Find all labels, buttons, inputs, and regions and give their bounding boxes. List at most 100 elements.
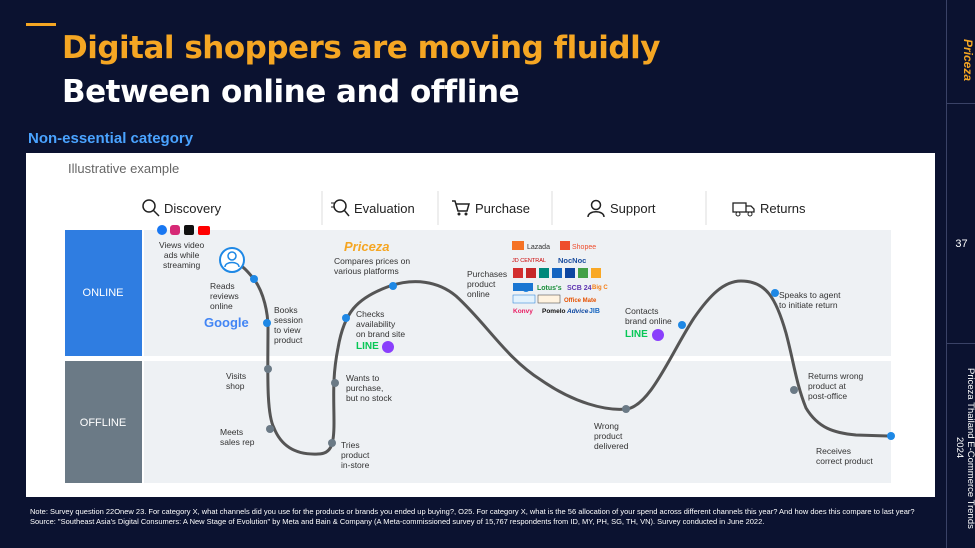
journey-curve [231,259,889,456]
avatar-body-icon [224,261,240,268]
logo-text: Big C [592,285,608,291]
messenger-icon [382,341,394,353]
app-icon [512,294,536,304]
line-logo-2: LINE [625,329,648,340]
online-row-label: ONLINE [83,287,124,299]
line-logo-1: LINE [356,341,379,352]
person-icon [587,199,605,217]
stage-label: Evaluation [354,200,415,216]
logo-text: Advice [566,308,589,315]
logo-text: Konvy [513,308,533,315]
dot-contacts [678,321,686,329]
label-checks: Checks availability on brand site [356,309,406,339]
offline-dots [264,365,798,447]
app-icon [513,268,523,278]
logo-text: Pomelo [542,308,566,315]
offline-row-label: OFFLINE [80,417,126,429]
stage-label: Purchase [475,200,530,216]
label-receives: Receives correct product [816,446,873,466]
stage-label: Returns [760,200,806,216]
tiktok-icon [184,225,194,235]
journey-panel: Illustrative example Discovery Evaluatio… [26,153,935,497]
dot-checks [342,314,350,322]
title-line-1: Digital shoppers are moving fluidly [62,30,660,66]
label-contacts: Contacts brand online [625,306,672,326]
journey-chart: ONLINE OFFLINE [65,191,895,483]
logo-text: Lazada [527,244,550,251]
search-icon [142,199,160,217]
stage-discovery: Discovery [142,199,221,217]
dot-wants [331,379,339,387]
sidebar-divider [947,103,975,104]
page-number: 37 [955,238,968,250]
evaluation-icon [331,199,350,217]
app-icon [552,268,562,278]
online-dots [250,275,895,440]
dot-speaks [771,289,779,297]
dot-compares [389,282,397,290]
app-icon [591,268,601,278]
category-subtitle: Non-essential category [28,130,194,147]
app-icon [539,268,549,278]
priceza-logo: Priceza [344,239,390,254]
online-row-label-bg [65,230,142,356]
stage-label: Discovery [164,200,222,216]
dot-wrong [622,405,630,413]
label-returns-wrong: Returns wrong product at post-office [808,371,864,401]
app-icon [565,268,575,278]
dot-visits-shop [264,365,272,373]
youtube-icon [198,226,210,235]
app-icon [578,268,588,278]
logo-text: JIB [589,308,600,315]
social-icons [157,225,210,235]
logo-text: Lotus's [537,285,562,292]
label-views-video: Views video ads while streaming [159,240,205,270]
accent-line [26,23,56,26]
app-icon [537,294,561,304]
label-visits-shop: Visits shop [226,371,247,391]
dot-receives [887,432,895,440]
label-wrong: Wrong product delivered [594,421,629,451]
stage-label: Support [610,200,656,216]
label-wants: Wants to purchase, but no stock [346,373,392,403]
label-meets-rep: Meets sales rep [220,427,255,447]
brand-logo: Priceza [961,38,975,82]
stage-returns: Returns [732,199,806,217]
dot-meets-rep [266,425,274,433]
logo-text: SCB 24 [567,285,592,292]
cart-icon [452,200,470,216]
dot-books-session [263,319,271,327]
footnote: Note: Survey question 22Onew 23. For cat… [30,507,915,526]
facebook-icon [157,225,167,235]
sidebar-divider [947,343,975,344]
dot-tries [328,439,336,447]
instagram-icon [170,225,180,235]
report-title: Priceza Thailand E-Commerce Trends 2024 [954,367,975,529]
dot-reads-reviews [250,275,258,283]
avatar-head-icon [227,251,237,261]
offline-row-label-bg [65,361,142,483]
right-sidebar: Priceza 37 Priceza Thailand E-Commerce T… [946,0,975,548]
label-compares: Compares prices on various platforms [334,256,411,276]
stage-purchase: Purchase [451,199,530,217]
label-tries: Tries product in-store [341,440,370,470]
logo-text: JD CENTRAL [512,258,546,264]
logo-text: Office Mate [564,298,597,304]
label-purchases: Purchases product online [467,269,508,299]
shopee-icon [560,241,570,250]
app-icon [526,268,536,278]
google-logo: Google [204,315,249,330]
label-speaks: Speaks to agent to initiate return [779,290,841,310]
stage-support: Support [586,199,656,217]
messenger-icon [652,329,664,341]
label-books-session: Books session to view product [274,305,303,345]
title-line-2: Between online and offline [62,74,520,110]
logo-text: Shopee [572,244,596,251]
truck-icon [732,202,755,217]
dot-returns [790,386,798,394]
logo-text: NocNoc [558,256,586,265]
illustrative-label: Illustrative example [68,161,180,176]
marketplace-logos: Lazada Shopee JD CENTRAL NocNoc Lotus's … [512,241,608,315]
offline-row-bg [144,361,891,483]
stage-evaluation: Evaluation [330,199,415,217]
